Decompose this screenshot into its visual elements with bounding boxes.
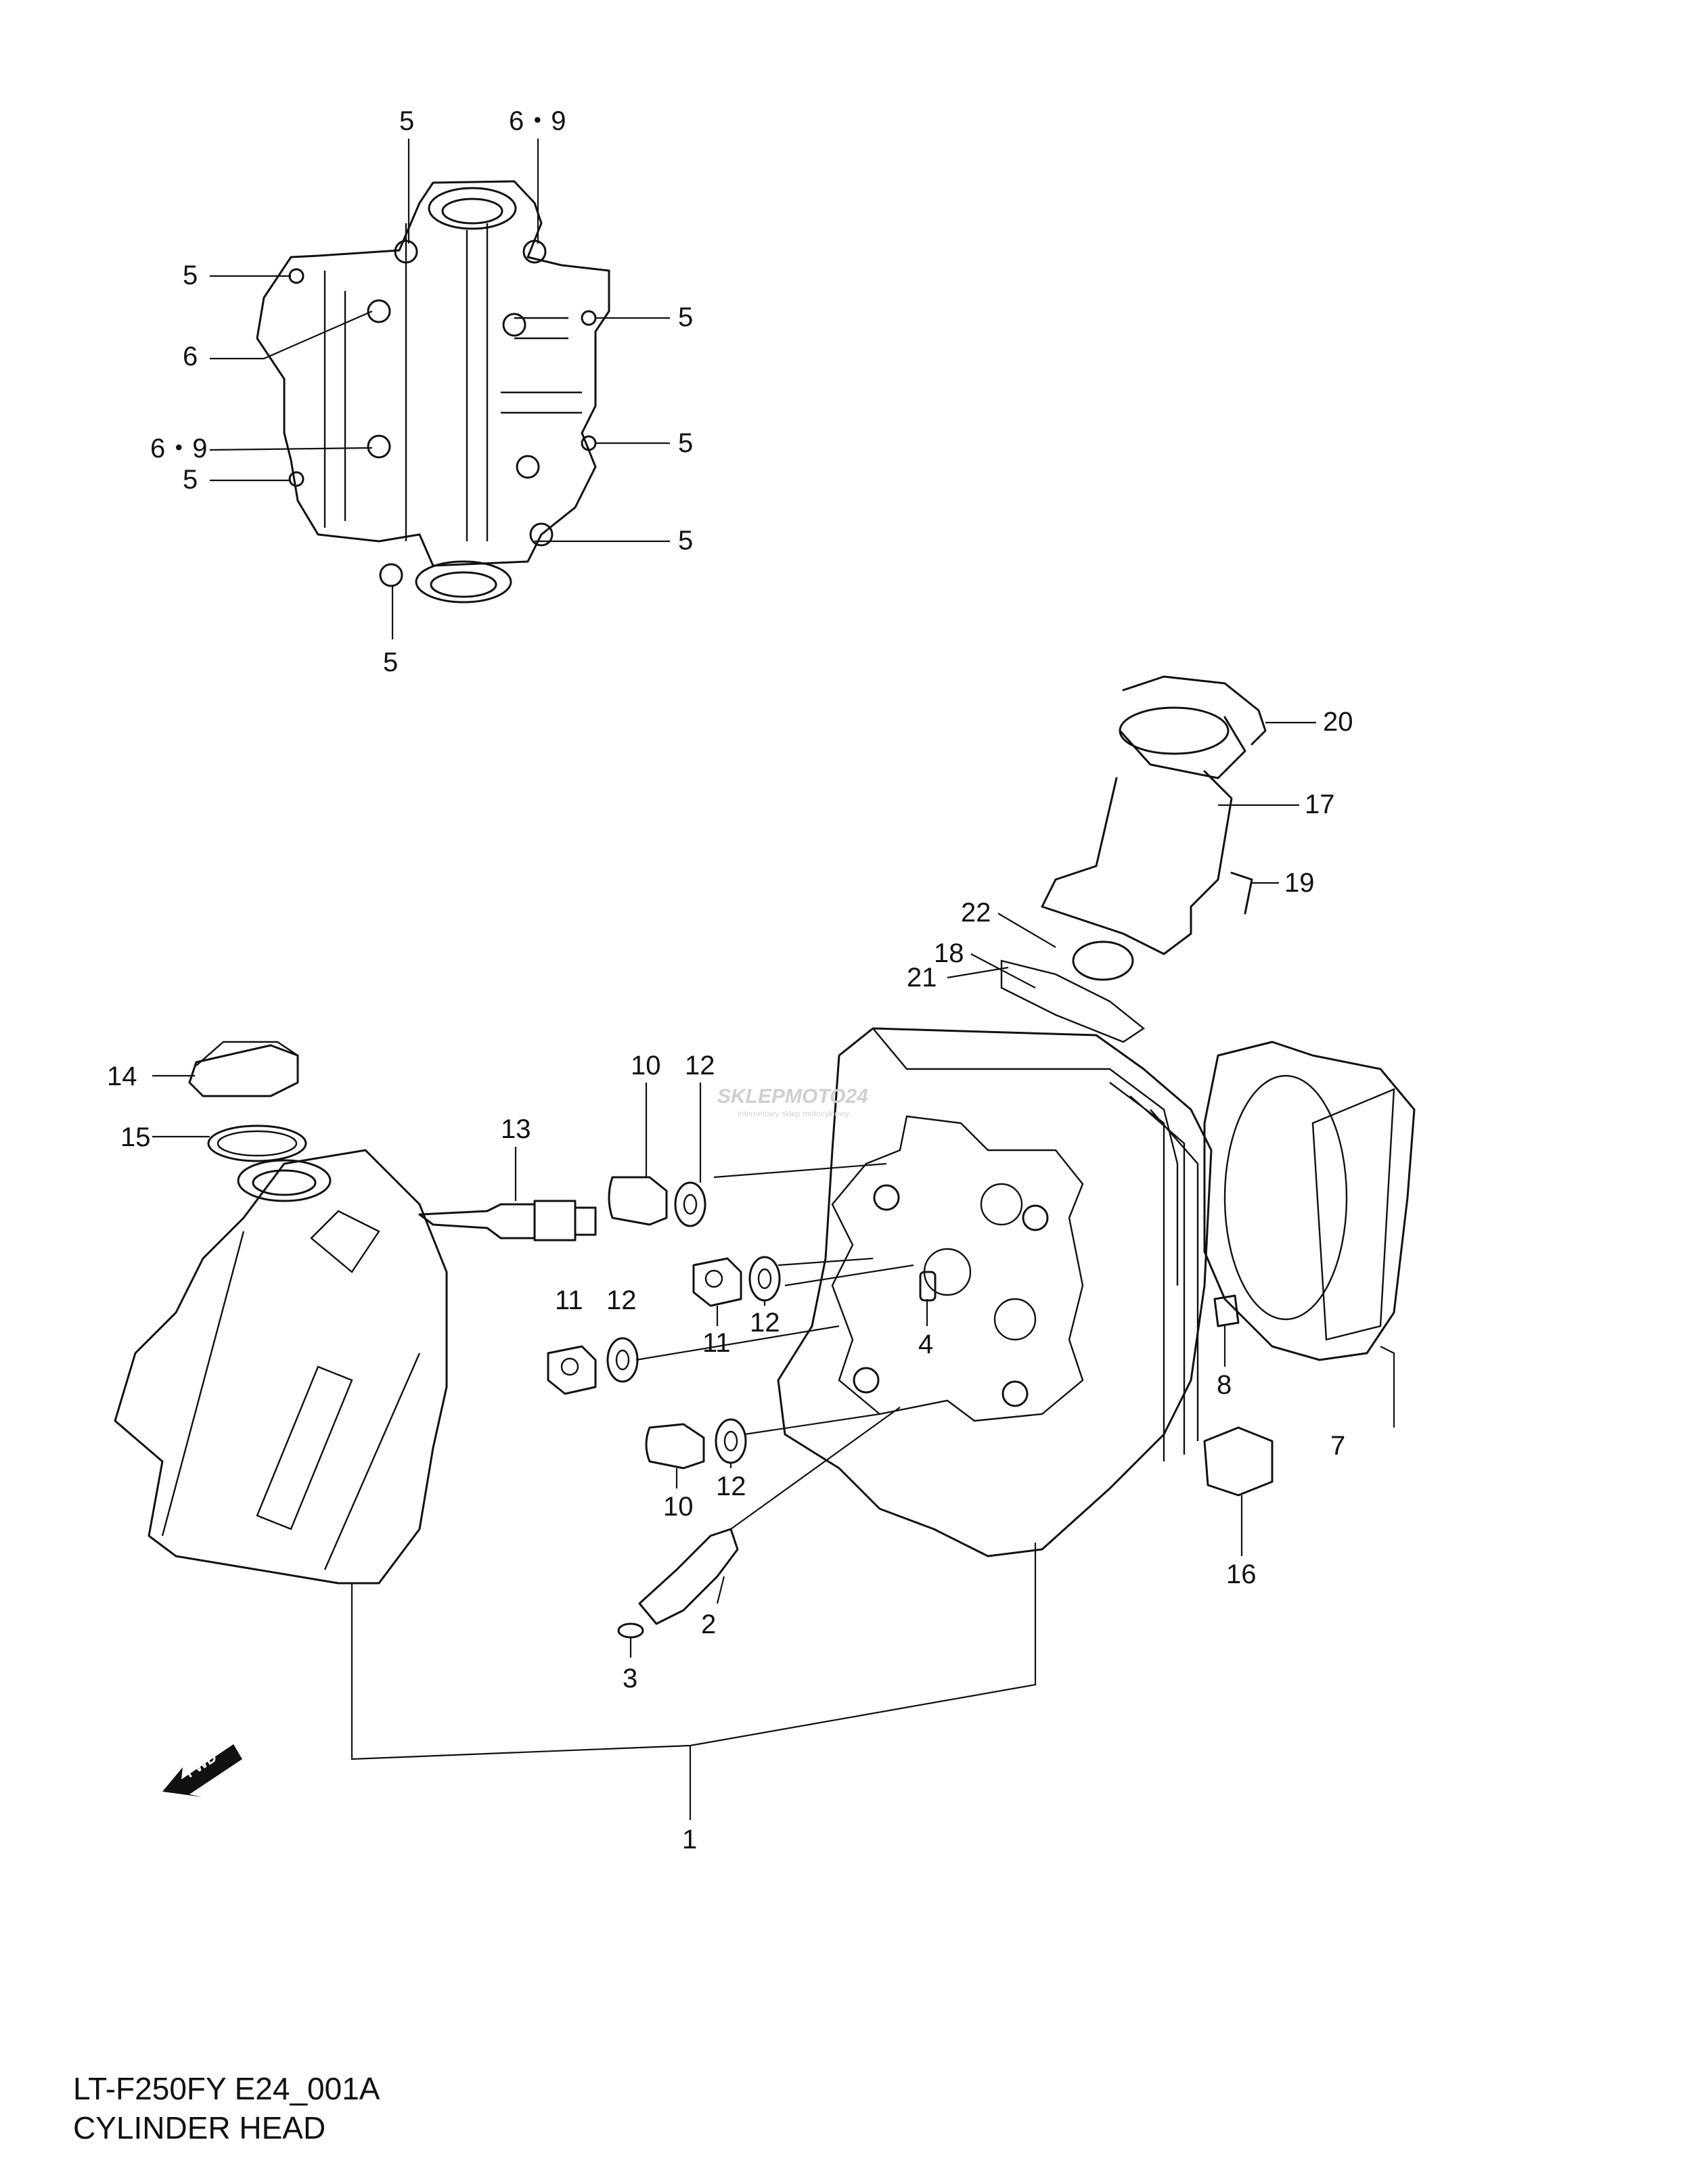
spark-plug xyxy=(418,1200,597,1242)
label-18: 18 xyxy=(934,938,964,968)
label-19: 19 xyxy=(1284,868,1315,898)
clip xyxy=(617,1622,644,1639)
intake-clamp xyxy=(1122,675,1267,746)
dowel-pin xyxy=(1213,1294,1240,1327)
fasteners xyxy=(547,1176,937,1470)
cylinder-head xyxy=(777,1027,1213,1557)
label-6-9: 6・9 xyxy=(150,434,208,463)
label-22: 22 xyxy=(961,898,991,928)
model-code: LT-F250FY E24_001A xyxy=(73,2071,380,2106)
label-12: 12 xyxy=(606,1286,637,1315)
label-6-9: 6・9 xyxy=(509,106,566,136)
label-8: 8 xyxy=(1217,1370,1232,1400)
label-1: 1 xyxy=(682,1825,697,1855)
label-12: 12 xyxy=(685,1051,715,1080)
diagram-title: CYLINDER HEAD xyxy=(73,2110,326,2145)
label-11: 11 xyxy=(702,1328,731,1358)
cylinder-head-gasket xyxy=(1203,1041,1416,1361)
label-3: 3 xyxy=(623,1664,637,1693)
label-5: 5 xyxy=(678,428,693,458)
label-5: 5 xyxy=(678,302,693,332)
label-5: 5 xyxy=(399,106,414,136)
oil-filler-cap xyxy=(188,1041,299,1097)
watermark-subtext: internetowy sklep motocyklowy xyxy=(738,1109,849,1118)
forward-arrow: FWD xyxy=(162,1744,242,1797)
label-10: 10 xyxy=(631,1051,661,1080)
label-5: 5 xyxy=(183,260,198,290)
label-15: 15 xyxy=(120,1122,151,1152)
label-17: 17 xyxy=(1305,790,1335,819)
label-16: 16 xyxy=(1226,1560,1257,1589)
label-7: 7 xyxy=(1330,1431,1345,1461)
watermark: SKLEPMOTO24 xyxy=(717,1085,868,1108)
label-10: 10 xyxy=(663,1492,694,1522)
oil-jet xyxy=(638,1528,739,1625)
label-12: 12 xyxy=(716,1472,746,1501)
label-21: 21 xyxy=(907,963,937,993)
cylinder-head-cover xyxy=(114,1149,448,1585)
label-5: 5 xyxy=(383,647,398,677)
label-4: 4 xyxy=(918,1329,933,1359)
o-ring xyxy=(207,1124,307,1162)
label-6: 6 xyxy=(183,342,198,371)
leader-lines xyxy=(152,139,1395,1820)
label-11: 11 xyxy=(555,1286,583,1315)
plug xyxy=(1203,1426,1274,1497)
callout-labels: 5 6・9 5 6 6・9 5 5 5 5 5 20 17 19 22 18 2… xyxy=(107,106,1353,1855)
intake-pipe xyxy=(1000,706,1253,1043)
label-5: 5 xyxy=(678,526,693,555)
label-5: 5 xyxy=(183,465,198,495)
label-2: 2 xyxy=(701,1610,716,1639)
head-top-view xyxy=(256,180,610,604)
label-14: 14 xyxy=(107,1062,137,1091)
label-12: 12 xyxy=(750,1308,780,1338)
label-20: 20 xyxy=(1323,707,1353,737)
label-13: 13 xyxy=(501,1114,531,1144)
